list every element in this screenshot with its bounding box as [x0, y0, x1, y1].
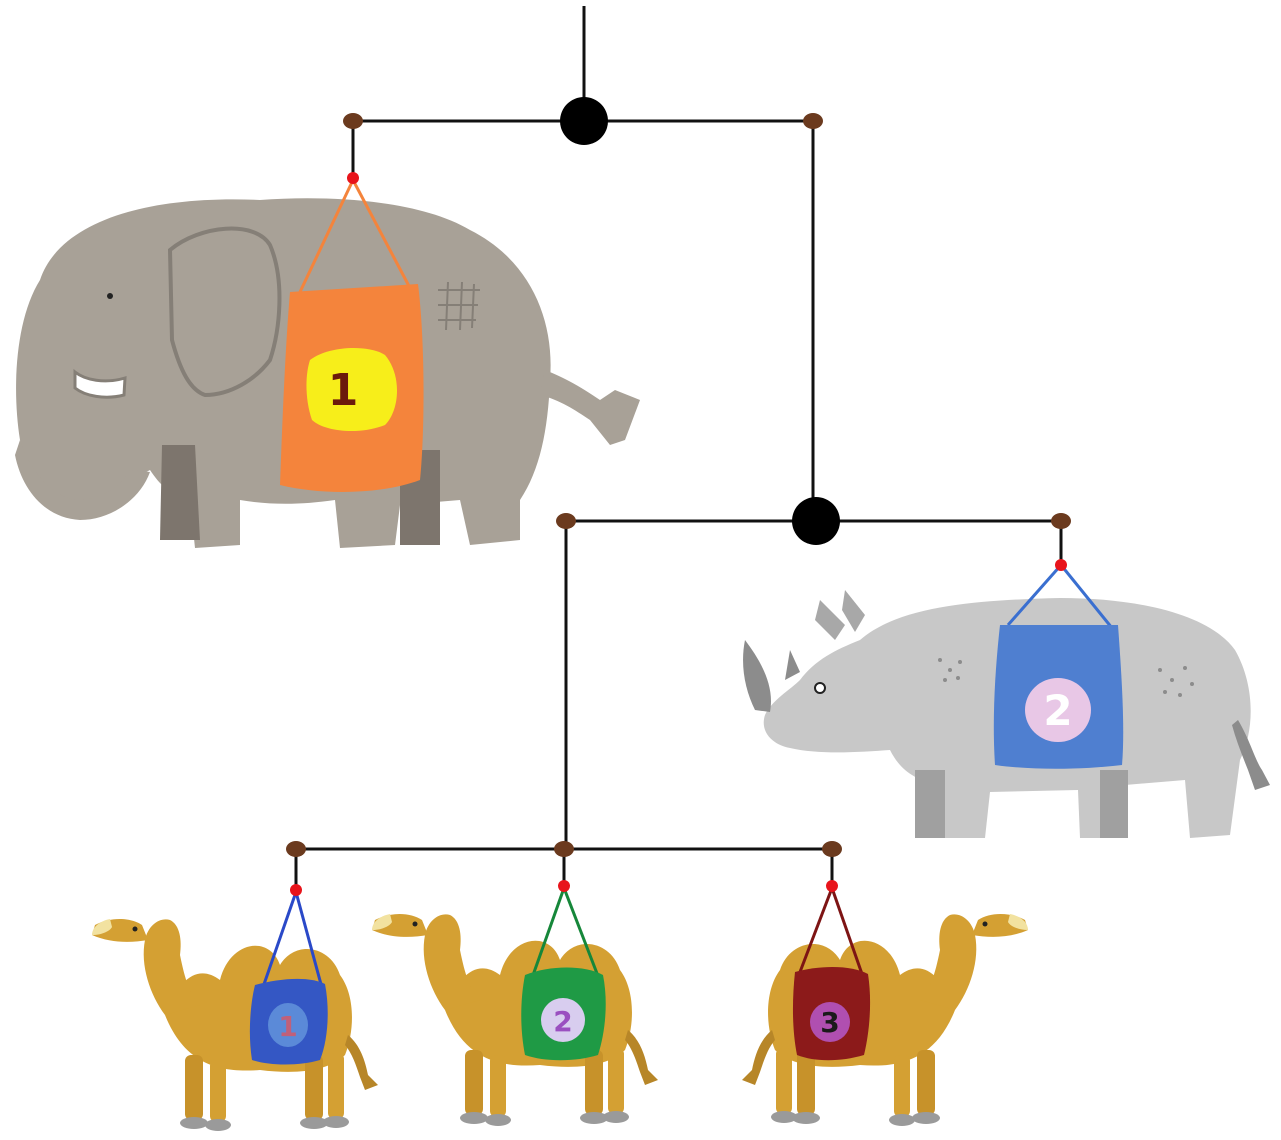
elephant-bag-patch: [306, 348, 398, 432]
elephant-strap-left: [298, 179, 355, 293]
hooks: [290, 172, 1067, 896]
camel-1-bag-label: 1: [278, 1010, 297, 1043]
camel-icon: [372, 914, 658, 1126]
elephant-bag-label: 1: [328, 365, 359, 416]
rod-end-cap: [286, 841, 306, 857]
camel-3-bag-patch: [810, 1002, 850, 1042]
rod-end-cap: [343, 113, 363, 129]
rod-end-cap: [1051, 513, 1071, 529]
elephant-figure: 1: [15, 179, 640, 548]
rod-end-cap: [554, 841, 574, 857]
hook: [558, 880, 570, 892]
rhino-figure: 2: [743, 564, 1270, 838]
camel-3-bag-label: 3: [820, 1006, 839, 1039]
camel-1-strap-right: [294, 891, 324, 989]
rhino-strap-right: [1059, 564, 1114, 629]
hook: [826, 880, 838, 892]
middle-pivot-hub: [792, 497, 840, 545]
rod-end-caps: [286, 113, 1071, 857]
top-pivot-hub: [560, 97, 608, 145]
camel-2-figure: 2: [372, 887, 658, 1126]
camel-2-strap-left: [530, 887, 566, 979]
rod-end-cap: [803, 113, 823, 129]
camel-2-strap-right: [562, 887, 600, 977]
hook: [290, 884, 302, 896]
camel-icon: [742, 914, 1028, 1126]
hook: [1055, 559, 1067, 571]
elephant-strap-right: [351, 179, 412, 289]
camel-3-figure: 3: [742, 887, 1028, 1126]
rhino-bag-patch: [1025, 678, 1091, 742]
rhino-strap-left: [1006, 564, 1063, 626]
camel-1-strap-left: [260, 891, 298, 991]
rhino-bag-label: 2: [1043, 686, 1072, 735]
camel-3-strap-right: [830, 887, 864, 975]
camel-2-bag-label: 2: [553, 1005, 572, 1038]
hook: [347, 172, 359, 184]
camel-1-bag-patch: [268, 1003, 308, 1047]
camel-3-strap-left: [798, 887, 834, 973]
rod-end-cap: [822, 841, 842, 857]
camel-1-figure: 1: [92, 891, 378, 1131]
rod-end-cap: [556, 513, 576, 529]
camel-2-bag-patch: [541, 998, 585, 1042]
camel-icon: [92, 919, 378, 1131]
